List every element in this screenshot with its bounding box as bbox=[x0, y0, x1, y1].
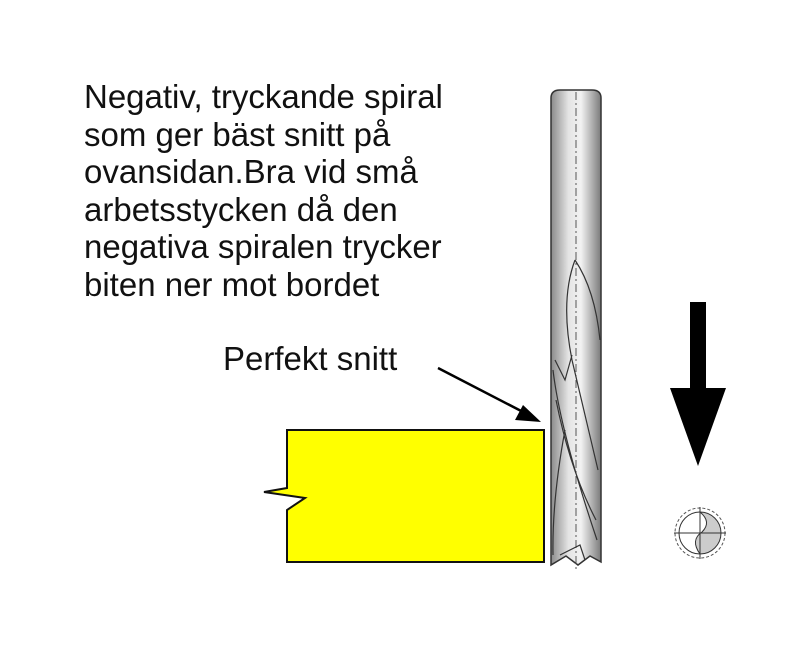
callout-label: Perfekt snitt bbox=[223, 340, 398, 377]
feed-direction-arrow-icon bbox=[670, 302, 726, 466]
router-bit bbox=[550, 89, 602, 570]
leader-arrow bbox=[437, 366, 541, 422]
description-line: negativa spiralen trycker bbox=[84, 228, 442, 265]
description-text: Negativ, tryckande spiral som ger bäst s… bbox=[84, 78, 443, 303]
bit-cross-section-icon bbox=[674, 507, 726, 559]
description-line: ovansidan.Bra vid små bbox=[84, 153, 418, 190]
description-line: Negativ, tryckande spiral bbox=[84, 78, 443, 115]
workpiece bbox=[263, 429, 545, 563]
description-line: biten ner mot bordet bbox=[84, 265, 380, 303]
description-line: som ger bäst snitt på bbox=[84, 115, 391, 153]
description-line: arbetsstycken då den bbox=[84, 190, 398, 228]
